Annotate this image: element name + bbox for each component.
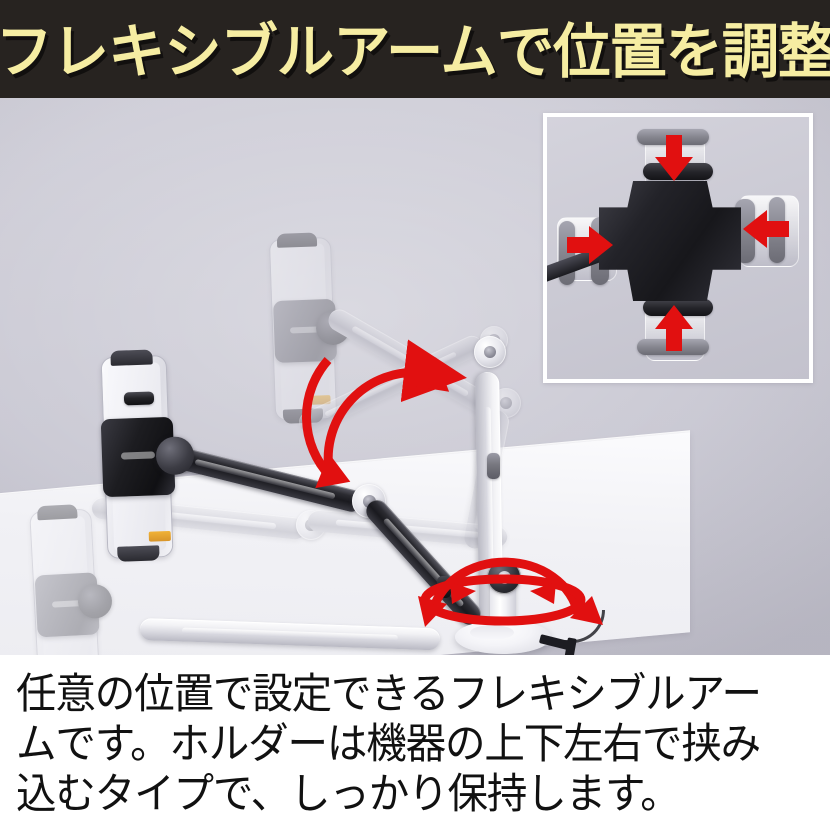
arm-groove	[484, 406, 495, 588]
clamp-detail-inset	[543, 113, 813, 383]
base-swivel-knuckle	[487, 560, 521, 594]
arm-upright-top-joint	[474, 336, 506, 368]
holder-clip-main	[123, 391, 155, 406]
tablet-holder-lower	[25, 504, 113, 655]
joint-pin	[484, 346, 496, 358]
inset-illustration	[547, 117, 809, 379]
tablet-holder-main	[97, 349, 195, 562]
joint-pin	[500, 397, 512, 409]
joint-pin	[305, 519, 317, 531]
caption-text: 任意の位置で設定できるフレキシブルアームです。ホルダーは機器の上下左右で挟み込む…	[16, 669, 762, 818]
inset-grip-bottom-inner	[643, 299, 713, 316]
accent-tab-main	[148, 530, 171, 542]
joint-pin	[498, 571, 511, 584]
arm-upright-stop	[487, 453, 500, 479]
tablet-holder-upper	[265, 232, 351, 424]
header-banner: フレキシブルアームで位置を調整	[0, 0, 830, 98]
inset-arrow-layer	[567, 135, 789, 351]
mount-foot-inner	[470, 625, 514, 640]
clamp-arrow-top	[655, 135, 693, 181]
grip-top-lower	[36, 504, 78, 521]
clamp-arrow-right	[743, 210, 789, 248]
caption-block: 任意の位置で設定できるフレキシブルアームです。ホルダーは機器の上下左右で挟み込む…	[0, 655, 830, 830]
clamp-arrow-bottom	[655, 305, 693, 351]
product-photo	[0, 98, 830, 655]
page-title: フレキシブルアームで位置を調整	[0, 16, 830, 86]
clamp-arrow-left	[567, 226, 613, 264]
arm-lower-elbow-joint	[296, 510, 326, 540]
grip-bottom-main	[117, 545, 160, 562]
arm-groove	[181, 627, 398, 641]
grip-top-upper	[276, 232, 318, 248]
grip-top-main	[110, 349, 153, 366]
holder-slot-main	[120, 451, 156, 460]
arm-middle-stop	[437, 576, 451, 598]
